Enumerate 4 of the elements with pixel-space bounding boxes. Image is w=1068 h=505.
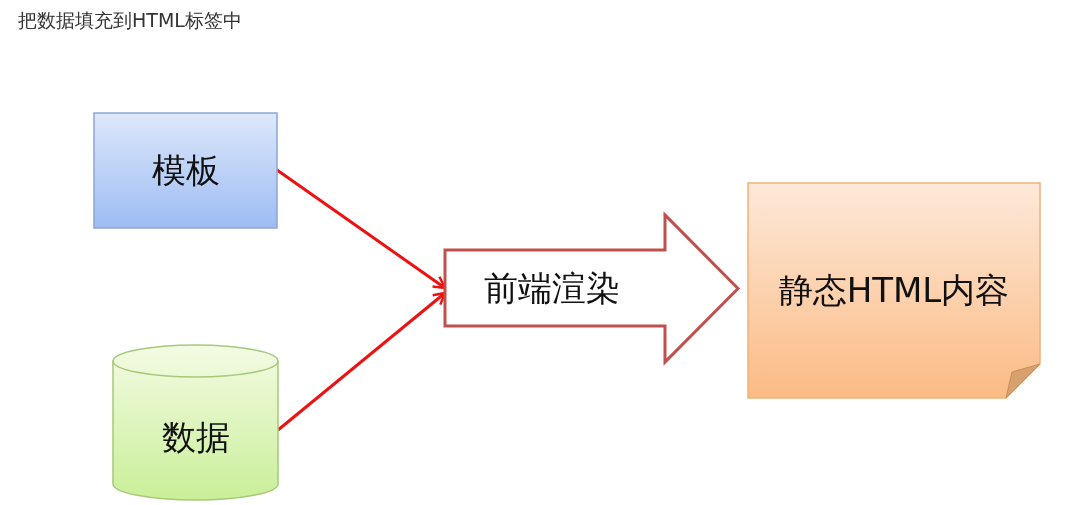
template-box: 模板 — [94, 113, 277, 228]
database-cylinder: 数据 — [113, 345, 278, 500]
note-shape: 静态HTML内容 — [748, 183, 1040, 398]
title: 把数据填充到HTML标签中 — [18, 8, 242, 33]
